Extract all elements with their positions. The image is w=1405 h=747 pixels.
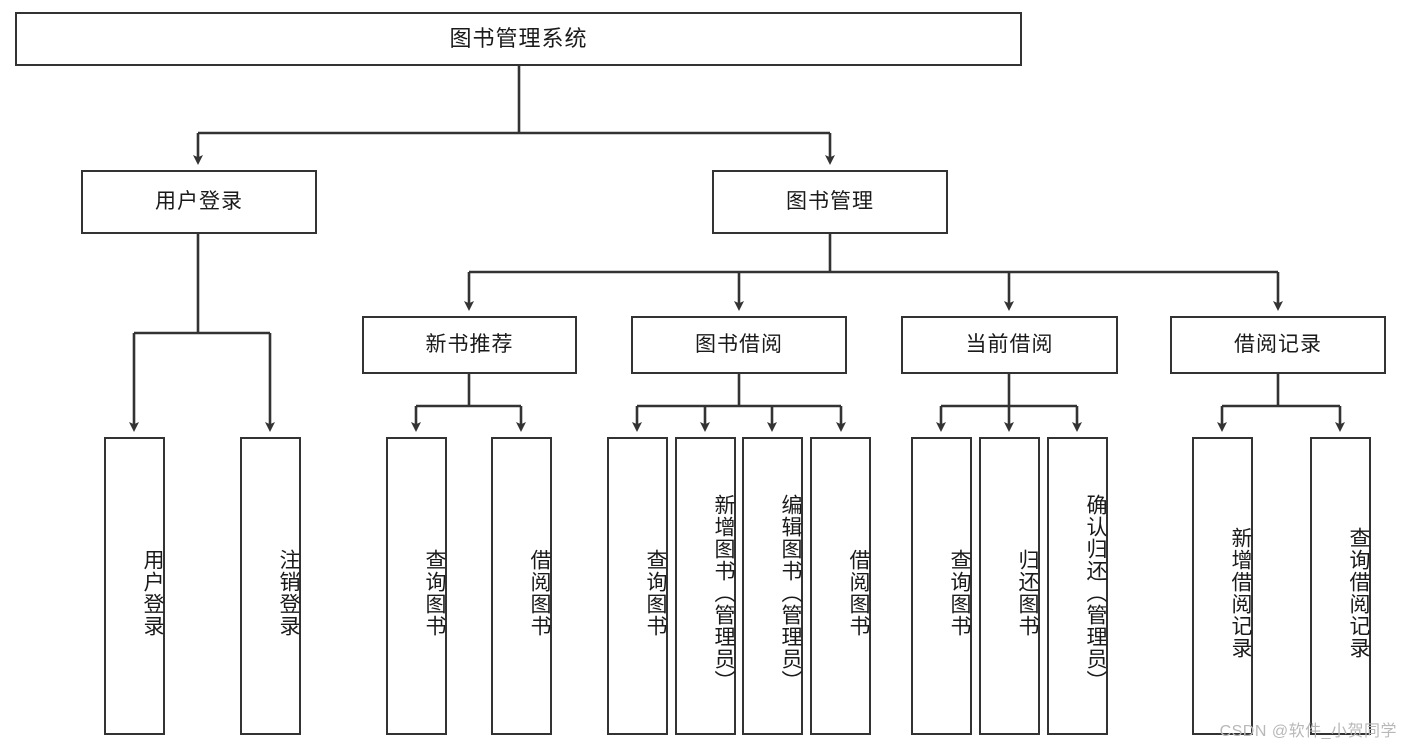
leaf-borrow-books-borrow[interactable]: 借阅图书 (810, 437, 871, 735)
node-label: 编辑图书（管理员） (779, 494, 802, 692)
node-label: 注销登录 (277, 549, 300, 637)
node-label: 借阅图书 (528, 549, 551, 637)
node-new-book-recommendation[interactable]: 新书推荐 (362, 316, 577, 374)
leaf-edit-book-admin[interactable]: 编辑图书（管理员） (742, 437, 803, 735)
leaf-return-books[interactable]: 归还图书 (979, 437, 1040, 735)
leaf-query-books-newbooks[interactable]: 查询图书 (386, 437, 447, 735)
node-label: 图书管理系统 (449, 25, 588, 51)
node-label: 借阅图书 (847, 549, 870, 637)
node-label: 新增借阅记录 (1229, 527, 1252, 659)
node-label: 查询图书 (644, 549, 667, 637)
node-label: 归还图书 (1016, 549, 1039, 637)
node-borrowing-records[interactable]: 借阅记录 (1170, 316, 1386, 374)
leaf-confirm-return-admin[interactable]: 确认归还（管理员） (1047, 437, 1108, 735)
node-label: 查询图书 (948, 549, 971, 637)
node-current-borrowing[interactable]: 当前借阅 (901, 316, 1118, 374)
leaf-add-borrow-record[interactable]: 新增借阅记录 (1192, 437, 1253, 735)
node-book-borrowing[interactable]: 图书借阅 (631, 316, 847, 374)
leaf-user-login[interactable]: 用户登录 (104, 437, 165, 735)
node-label: 图书借阅 (695, 333, 783, 357)
node-user-login[interactable]: 用户登录 (81, 170, 317, 234)
node-root-book-management-system[interactable]: 图书管理系统 (15, 12, 1022, 66)
leaf-add-book-admin[interactable]: 新增图书（管理员） (675, 437, 736, 735)
leaf-query-borrow-record[interactable]: 查询借阅记录 (1310, 437, 1371, 735)
node-label: 查询借阅记录 (1347, 527, 1370, 659)
leaf-borrow-books-newbooks[interactable]: 借阅图书 (491, 437, 552, 735)
node-label: 当前借阅 (965, 333, 1054, 357)
leaf-query-books-borrow[interactable]: 查询图书 (607, 437, 668, 735)
node-label: 用户登录 (155, 190, 243, 214)
leaf-query-books-current[interactable]: 查询图书 (911, 437, 972, 735)
node-label: 图书管理 (786, 190, 874, 214)
leaf-logout-login[interactable]: 注销登录 (240, 437, 301, 735)
node-label: 新增图书（管理员） (712, 494, 735, 692)
node-label: 新书推荐 (425, 333, 514, 357)
node-label: 确认归还（管理员） (1084, 494, 1107, 692)
watermark: CSDN @软件_小贺同学 (1219, 723, 1397, 740)
node-book-management[interactable]: 图书管理 (712, 170, 948, 234)
node-label: 查询图书 (423, 549, 446, 637)
node-label: 用户登录 (141, 549, 164, 637)
node-label: 借阅记录 (1234, 333, 1322, 357)
